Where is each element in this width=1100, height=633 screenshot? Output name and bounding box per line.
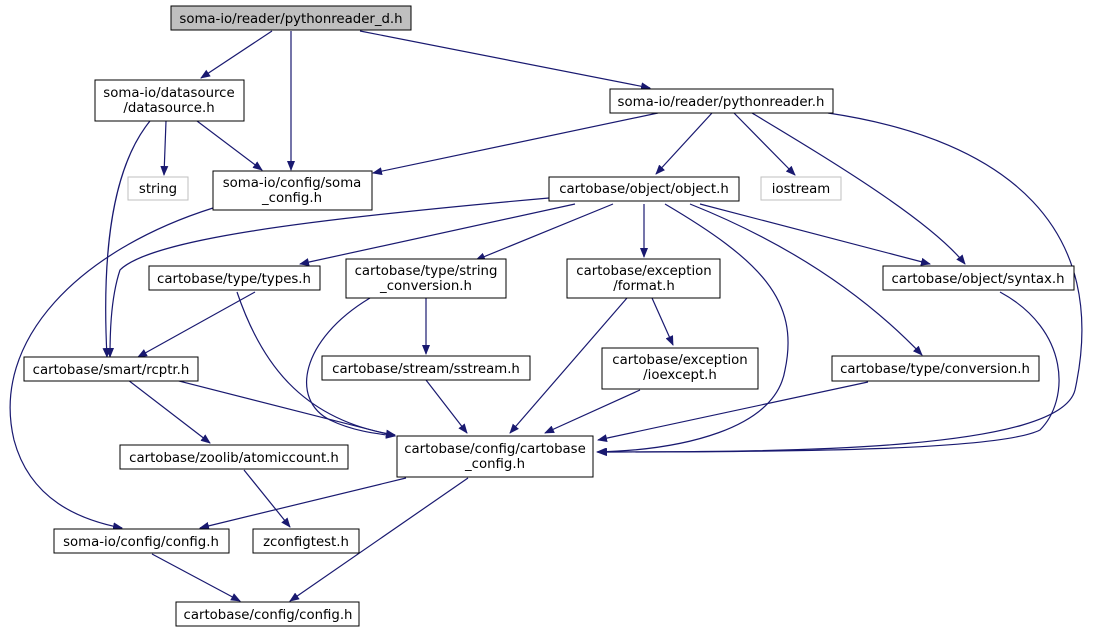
node-label: cartobase/type/string [355, 264, 498, 279]
node-label: cartobase/type/conversion.h [840, 362, 1030, 377]
node-datasource-h[interactable]: soma-io/datasource /datasource.h [94, 79, 245, 122]
node-label: /ioexcept.h [643, 368, 717, 383]
edge-cartobase-config-to-somaio-config [199, 477, 407, 530]
edge-atomiccount-to-zconfigtest [243, 469, 291, 528]
edge-object-to-rcptr [106, 197, 550, 358]
node-label: zconfigtest.h [263, 535, 349, 550]
node-iostream[interactable]: iostream [760, 176, 842, 201]
edge-datasource-to-soma-config [196, 120, 263, 171]
edge-object-to-string-conversion [475, 203, 614, 261]
edge-pythonreader-to-cartobase-config [597, 112, 1083, 456]
edge-root-to-datasource [200, 30, 273, 79]
node-label: cartobase/exception [612, 353, 747, 368]
node-string-conversion-h[interactable]: cartobase/type/string _conversion.h [345, 258, 507, 299]
node-soma-config-h[interactable]: soma-io/config/soma _config.h [212, 170, 373, 211]
node-pythonreader-d-h[interactable]: soma-io/reader/pythonreader_d.h [170, 5, 412, 31]
node-label: cartobase/type/types.h [157, 272, 311, 287]
node-zconfigtest-h[interactable]: zconfigtest.h [252, 528, 360, 554]
node-label: cartobase/stream/sstream.h [332, 362, 520, 377]
edge-sstream-to-cartobase-config [425, 379, 468, 434]
edge-root-to-pythonreader [359, 30, 651, 91]
edge-soma-config-to-somaio-config [9, 207, 214, 531]
edge-datasource-to-string [160, 120, 169, 176]
node-types-h[interactable]: cartobase/type/types.h [148, 265, 321, 291]
node-cartobase-config-h[interactable]: cartobase/config/cartobase _config.h [396, 435, 594, 478]
node-ioexcept-h[interactable]: cartobase/exception /ioexcept.h [601, 347, 759, 390]
edge-object-to-types [299, 203, 576, 266]
node-syntax-h[interactable]: cartobase/object/syntax.h [882, 265, 1075, 291]
edge-cartobase-config-to-cartobase-config-h [289, 477, 469, 602]
node-label: soma-io/datasource [103, 86, 234, 101]
edge-pythonreader-to-syntax [751, 112, 966, 265]
node-label: cartobase/zoolib/atomiccount.h [129, 451, 339, 466]
node-label: cartobase/smart/rcptr.h [33, 363, 190, 378]
node-label: cartobase/config/config.h [184, 608, 353, 623]
node-rcptr-h[interactable]: cartobase/smart/rcptr.h [23, 356, 199, 382]
node-label: cartobase/config/cartobase [404, 442, 586, 457]
node-label: _config.h [464, 457, 525, 472]
node-somaio-config-h[interactable]: soma-io/config/config.h [53, 528, 230, 554]
edge-format-to-ioexcept [651, 297, 674, 346]
edge-rcptr-to-atomiccount [127, 379, 211, 444]
node-label: iostream [772, 182, 830, 197]
node-cartobase-config-config-h[interactable]: cartobase/config/config.h [175, 601, 360, 627]
node-label: string [139, 182, 177, 197]
node-label: soma-io/config/config.h [63, 535, 219, 550]
node-label: soma-io/reader/pythonreader_d.h [179, 12, 402, 27]
edge-pythonreader-to-soma-config [372, 112, 659, 176]
edge-types-to-rcptr [137, 291, 256, 358]
node-format-h[interactable]: cartobase/exception /format.h [566, 258, 721, 299]
edge-format-to-cartobase-config [509, 297, 628, 434]
edge-datasource-to-rcptr [102, 120, 151, 358]
node-sstream-h[interactable]: cartobase/stream/sstream.h [321, 355, 531, 381]
node-label: cartobase/object/object.h [559, 182, 729, 197]
node-atomiccount-h[interactable]: cartobase/zoolib/atomiccount.h [119, 444, 349, 470]
node-label: cartobase/object/syntax.h [891, 272, 1064, 287]
node-object-h[interactable]: cartobase/object/object.h [548, 176, 740, 202]
node-label: _config.h [261, 191, 322, 206]
edge-conversion-to-cartobase-config [597, 381, 869, 443]
edge-pythonreader-to-object [655, 112, 713, 175]
node-label: _conversion.h [379, 279, 472, 294]
node-label: /datasource.h [123, 101, 214, 116]
node-label: cartobase/exception [576, 264, 711, 279]
node-label: /format.h [613, 279, 675, 294]
edge-pythonreader-to-iostream [733, 112, 796, 176]
node-pythonreader-h[interactable]: soma-io/reader/pythonreader.h [609, 88, 834, 114]
edge-string-conversion-to-cartobase-config [306, 297, 396, 439]
node-conversion-h[interactable]: cartobase/type/conversion.h [831, 355, 1040, 382]
edge-object-to-cartobase-config [596, 203, 789, 456]
edge-somaio-config-to-cartobase-config-h [151, 553, 241, 602]
edge-rcptr-to-cartobase-config [174, 379, 396, 438]
node-label: soma-io/reader/pythonreader.h [618, 95, 825, 110]
edge-object-to-syntax [699, 203, 931, 266]
edge-object-to-conversion [689, 203, 923, 356]
edge-ioexcept-to-cartobase-config [544, 389, 641, 434]
edge-syntax-to-cartobase-config [597, 291, 1060, 456]
node-label: soma-io/config/soma [223, 176, 362, 191]
node-string[interactable]: string [127, 176, 189, 201]
